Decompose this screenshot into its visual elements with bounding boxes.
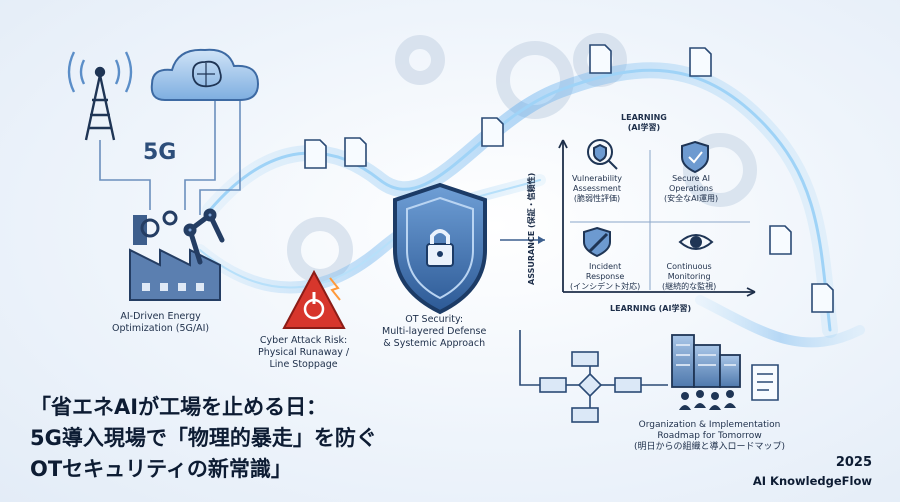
shield-caption-line2: Multi-layered Defense	[382, 326, 487, 337]
warning-icon	[282, 269, 346, 329]
quadrant-incident-l2: Response	[585, 272, 625, 281]
quadrant-monitoring-l1: Continuous	[666, 262, 712, 271]
matrix-top-label: LEARNING (AI学習)	[621, 113, 667, 133]
matrix-axes	[558, 139, 756, 297]
factory-caption-line1: AI-Driven Energy	[120, 311, 201, 322]
matrix-top-label-jp: (AI学習)	[627, 123, 661, 132]
organization-caption-line2: Roadmap for Tomorrow	[657, 431, 762, 441]
matrix-y-axis-label: ASSURANCE (保証・信頼性)	[527, 172, 536, 285]
headline-line3: OTセキュリティの新常識」	[30, 457, 292, 481]
quadrant-incident-l1: Incident	[588, 262, 622, 271]
risk-caption-line2: Physical Runaway /	[258, 347, 350, 358]
shield-lock-icon	[393, 182, 487, 315]
5g-tower-icon	[67, 51, 133, 141]
wrench-shield-icon	[583, 226, 611, 258]
shield-caption-line1: OT Security:	[405, 314, 464, 325]
quadrant-secure-ai: Secure AI Operations (安全なAI運用)	[664, 174, 718, 204]
shield-caption-line3: & Systemic Approach	[383, 338, 486, 349]
office-buildings-icon	[671, 334, 741, 388]
factory-icon	[129, 210, 221, 301]
headline-line1: 「省エネAIが工場を止める日：	[30, 395, 328, 419]
organization-caption-line1: Organization & Implementation	[638, 420, 781, 430]
quadrant-monitoring-l2: Monitoring	[667, 272, 711, 281]
quadrant-vulnerability: Vulnerability Assessment (脆弱性評価)	[572, 174, 622, 204]
headline: 「省エネAIが工場を止める日： 5G導入現場で「物理的暴走」を防ぐ OTセキュリ…	[30, 392, 377, 485]
headline-line2: 5G導入現場で「物理的暴走」を防ぐ	[30, 426, 377, 450]
matrix-bottom-label: LEARNING (AI学習)	[610, 304, 692, 313]
document-icon	[304, 44, 834, 313]
quadrant-secure-ai-l1: Secure AI	[672, 174, 710, 183]
quadrant-incident: Incident Response (インシデント対応)	[570, 262, 640, 292]
quadrant-monitoring-l3: (継続的な監視)	[662, 282, 717, 291]
year-label: 2025	[835, 455, 872, 470]
shield-search-icon	[587, 139, 618, 170]
risk-caption-line3: Line Stoppage	[269, 359, 338, 370]
flowchart	[519, 330, 668, 423]
quadrant-vulnerability-l2: Assessment	[573, 184, 622, 193]
roadmap-scroll-icon	[751, 364, 779, 401]
organization-caption-line3: (明日からの組織と導入ロードマップ)	[634, 442, 786, 452]
quadrant-secure-ai-l2: Operations	[669, 184, 714, 193]
factory-caption-line2: Optimization (5G/AI)	[112, 323, 210, 334]
factory-caption: AI-Driven Energy Optimization (5G/AI)	[112, 311, 209, 335]
matrix-top-label-en: LEARNING	[621, 113, 667, 122]
quadrant-secure-ai-l3: (安全なAI運用)	[664, 194, 719, 203]
quadrant-vulnerability-l1: Vulnerability	[572, 174, 623, 183]
quadrant-incident-l3: (インシデント対応)	[570, 282, 641, 291]
5g-label: 5G	[143, 140, 177, 165]
network-connectors	[99, 100, 241, 215]
eye-icon	[678, 234, 714, 250]
shield-caption: OT Security: Multi-layered Defense & Sys…	[382, 314, 486, 350]
shield-check-icon	[681, 140, 709, 174]
brand-label: AI KnowledgeFlow	[752, 474, 872, 488]
organization-caption: Organization & Implementation Roadmap fo…	[634, 420, 785, 453]
quadrant-vulnerability-l3: (脆弱性評価)	[573, 194, 621, 203]
risk-caption: Cyber Attack Risk: Physical Runaway / Li…	[258, 335, 349, 371]
robot-arm-icon	[183, 208, 225, 265]
cloud-ai-icon	[150, 48, 260, 101]
people-icon	[679, 390, 736, 410]
data-stream	[194, 62, 865, 348]
quadrant-monitoring: Continuous Monitoring (継続的な監視)	[662, 262, 716, 292]
risk-caption-line1: Cyber Attack Risk:	[259, 335, 348, 346]
